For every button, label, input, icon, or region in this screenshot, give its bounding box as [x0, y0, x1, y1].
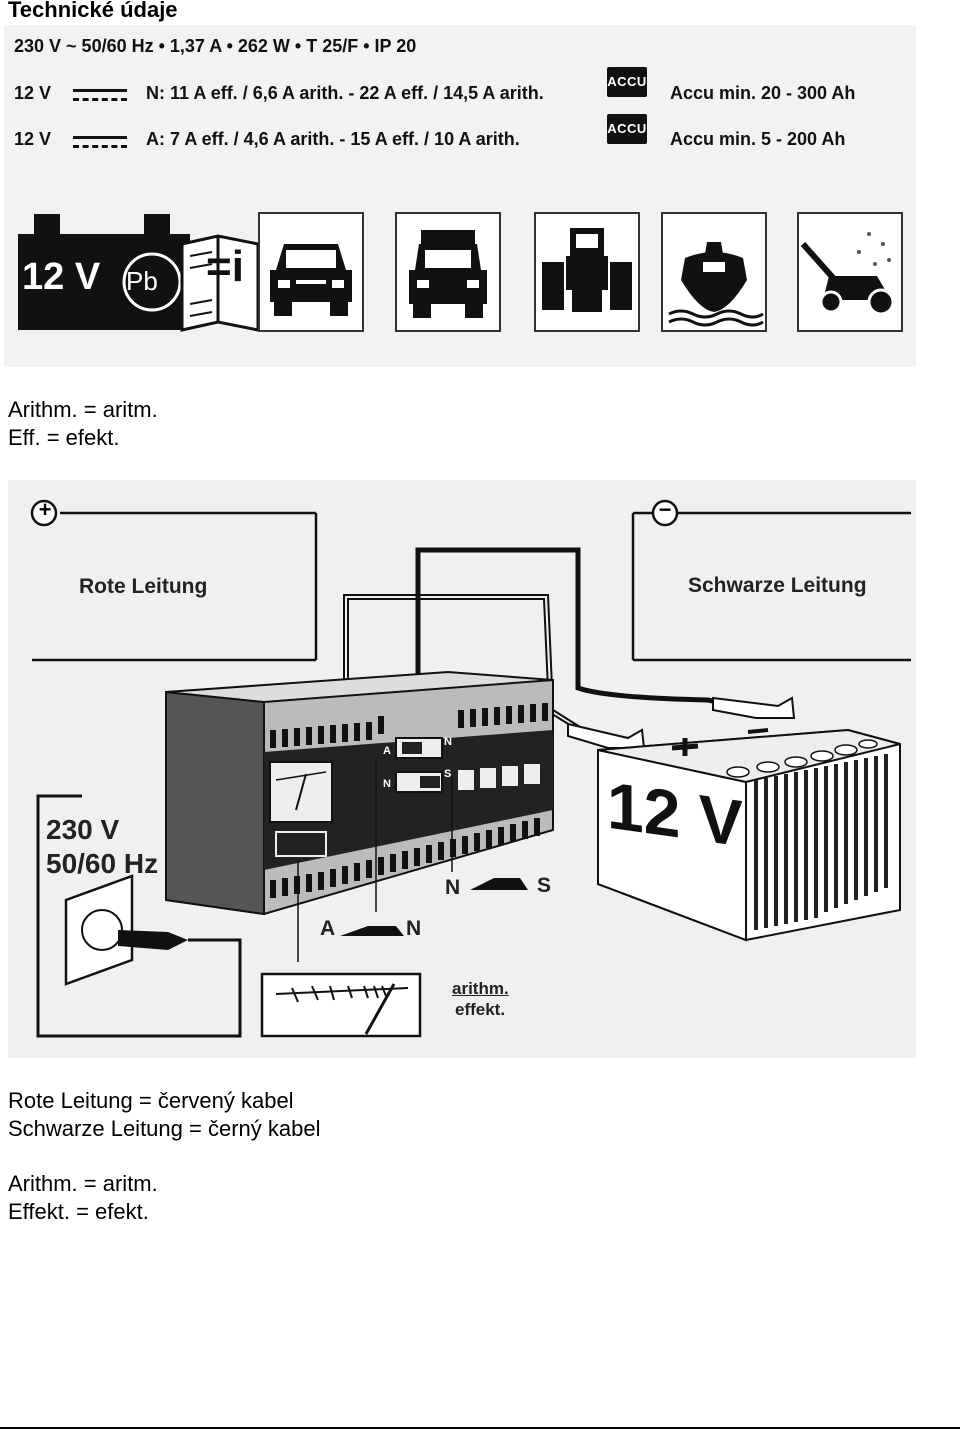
dc-symbol-icon: [73, 135, 127, 153]
selector-s-label: S: [537, 874, 552, 897]
accu-icon: ACCU: [607, 67, 647, 97]
spec-current-a: A: 7 A eff. / 4,6 A arith. - 15 A eff. /…: [146, 129, 520, 149]
selector-n2-label: N: [445, 876, 461, 899]
switch-a-label: A: [383, 745, 391, 757]
mains-voltage-label: 230 V: [46, 814, 120, 845]
spec-capacity-n: Accu min. 20 - 300 Ah: [670, 83, 856, 103]
switch-n2-label: N: [383, 778, 391, 790]
car-icon: [258, 212, 364, 332]
accu-icon: ACCU: [607, 114, 647, 144]
minus-terminal-label: −: [658, 497, 672, 522]
boat-icon: [661, 212, 767, 332]
battery-voltage-label: 12 V: [22, 256, 101, 298]
meter-effekt-label: effekt.: [455, 1000, 506, 1019]
legend-black-cable: Schwarze Leitung = černý kabel: [8, 1116, 321, 1141]
mains-frequency-label: 50/60 Hz: [46, 848, 159, 879]
meter-arithm-label: arithm.: [452, 979, 509, 998]
battery-pb-symbol-icon: [18, 214, 260, 332]
black-cable-label: Schwarze Leitung: [688, 574, 867, 597]
legend-red-cable: Rote Leitung = červený kabel: [8, 1088, 294, 1113]
spec-voltage-12v-a: 12 V: [14, 129, 52, 149]
spec-voltage-12v: 12 V: [14, 83, 52, 103]
spec-mains-line: 230 V ~ 50/60 Hz • 1,37 A • 262 W • T 25…: [14, 36, 417, 56]
switch-s-label: S: [444, 768, 452, 780]
lead-symbol: Pb: [126, 266, 158, 296]
page-bottom-rule: [0, 1427, 960, 1429]
wiring-diagram-drawing: [30, 499, 911, 1038]
page-title: Technické údaje: [8, 0, 178, 22]
selector-n-label: N: [406, 917, 422, 940]
tractor-icon: [534, 212, 640, 332]
legend-arithm: Arithm. = aritm.: [8, 397, 158, 422]
legend-eff: Eff. = efekt.: [8, 425, 120, 450]
truck-icon: [395, 212, 501, 332]
spec-capacity-a: Accu min. 5 - 200 Ah: [670, 129, 846, 149]
spec-current-n: N: 11 A eff. / 6,6 A arith. - 22 A eff. …: [146, 83, 544, 103]
selector-a-label: A: [320, 917, 336, 940]
manual-symbol: =i: [206, 242, 244, 291]
switch-n-label: N: [444, 736, 452, 748]
dc-symbol-icon: [73, 88, 127, 106]
legend-effekt: Effekt. = efekt.: [8, 1199, 149, 1224]
legend-arithm-2: Arithm. = aritm.: [8, 1171, 158, 1196]
lawnmower-icon: [797, 212, 903, 332]
plus-terminal-label: +: [38, 497, 52, 522]
red-cable-label: Rote Leitung: [79, 575, 208, 598]
